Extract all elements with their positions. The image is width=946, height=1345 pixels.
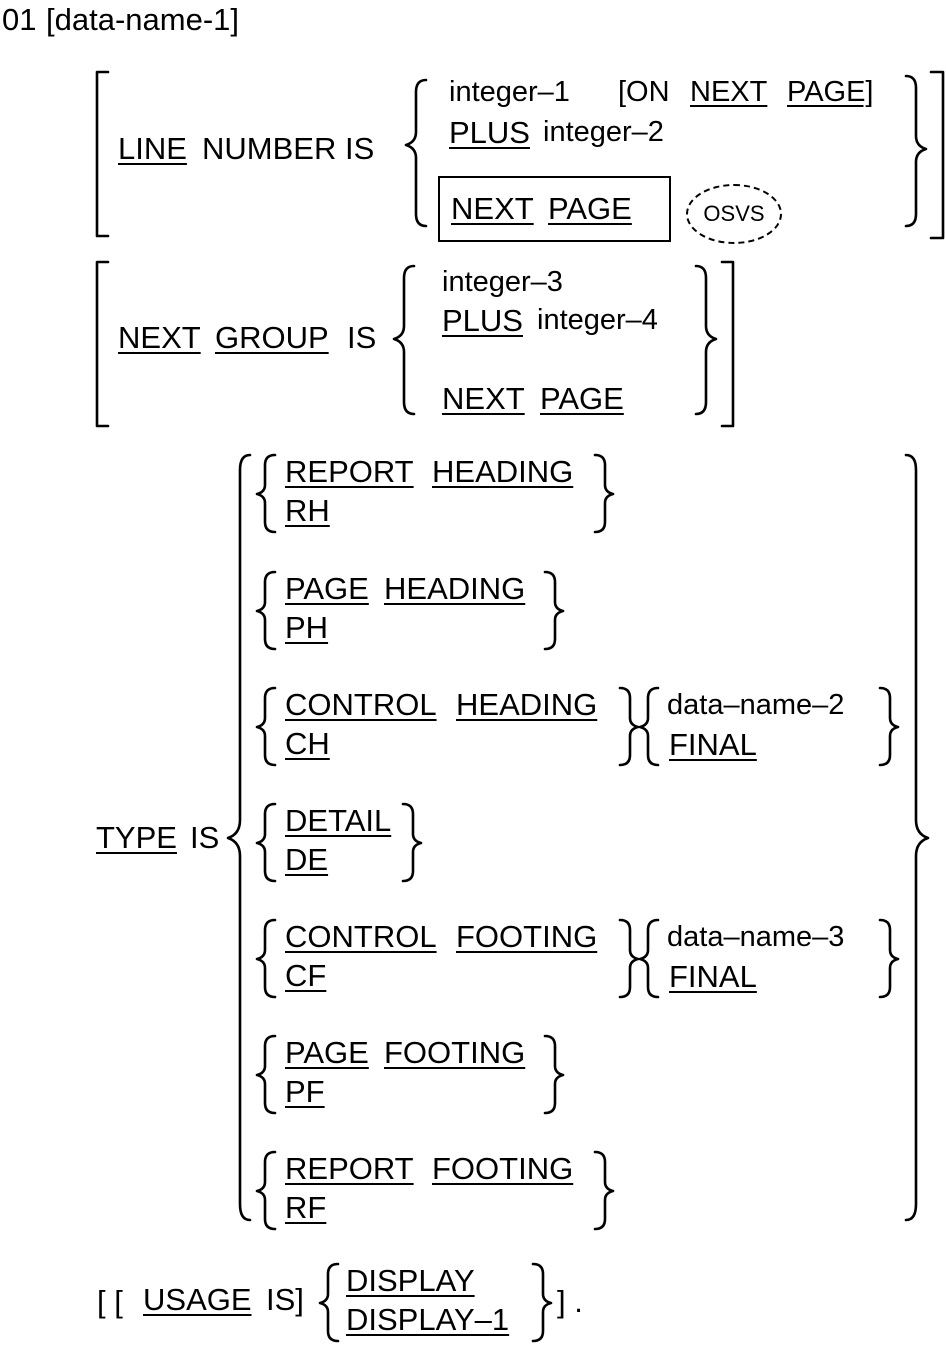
line-number-open-brace	[404, 78, 428, 228]
kw-next: NEXT	[690, 76, 768, 108]
usage-close-brace	[531, 1262, 553, 1343]
ch-close-brace	[618, 686, 640, 767]
dn3-close-brace	[878, 918, 900, 999]
kw-next-page-next: NEXT	[442, 381, 525, 416]
kw-plus-2: PLUS	[442, 303, 523, 338]
integer-4: integer–4	[537, 304, 658, 336]
osvs-badge: OSVS	[686, 184, 782, 244]
ph-close-brace	[543, 570, 565, 651]
next-group-close-brace	[694, 264, 718, 416]
ph-open-brace	[255, 570, 277, 651]
kw-page-f: PAGE	[285, 1035, 369, 1070]
kw-display: DISPLAY	[346, 1263, 475, 1298]
kw-de: DE	[285, 842, 329, 877]
kw-rf: RF	[285, 1190, 327, 1225]
dn2-close-brace	[878, 686, 900, 767]
kw-final-1: FINAL	[669, 727, 757, 762]
usage-close: ] .	[557, 1284, 583, 1319]
data-name-1-entry: [data-name-1]	[46, 2, 239, 37]
cf-close-brace	[618, 918, 640, 999]
dn2-open-brace	[638, 686, 660, 767]
kw-usage-is: IS]	[266, 1282, 304, 1317]
de-open-brace	[255, 802, 277, 883]
kw-type-is: IS	[190, 820, 220, 855]
kw-rh: RH	[285, 493, 330, 528]
type-open-brace	[226, 453, 252, 1222]
rf-open-brace	[255, 1150, 277, 1231]
kw-footing-1: FOOTING	[456, 919, 598, 954]
kw-group-is: IS	[347, 320, 377, 355]
osvs-label: OSVS	[703, 201, 765, 226]
box-kw-next: NEXT	[451, 191, 534, 226]
rf-close-brace	[593, 1150, 615, 1231]
kw-group: GROUP	[215, 320, 329, 355]
kw-ph: PH	[285, 610, 329, 645]
next-group-open-bracket	[95, 260, 110, 428]
kw-detail: DETAIL	[285, 803, 392, 838]
level-number: 01	[2, 2, 37, 37]
next-page-box	[438, 176, 671, 242]
kw-number-is: NUMBER IS	[202, 131, 375, 166]
box-kw-page: PAGE	[548, 191, 632, 226]
on-open: [ON	[618, 76, 670, 108]
kw-page-close: PAGE]	[787, 76, 874, 108]
pf-open-brace	[255, 1034, 277, 1115]
kw-plus: PLUS	[449, 115, 530, 150]
integer-3: integer–3	[442, 266, 563, 298]
ch-open-brace	[255, 686, 277, 767]
line-number-close-bracket	[929, 70, 945, 240]
usage-open-brackets: [ [	[97, 1284, 123, 1319]
type-close-brace	[904, 453, 930, 1222]
next-group-open-brace	[392, 264, 416, 416]
cf-open-brace	[255, 918, 277, 999]
data-name-2: data–name–2	[667, 689, 845, 721]
kw-footing-2: FOOTING	[384, 1035, 526, 1070]
kw-footing-3: FOOTING	[432, 1151, 574, 1186]
kw-report: REPORT	[285, 454, 414, 489]
kw-line: LINE	[118, 131, 187, 166]
kw-control-h: CONTROL	[285, 687, 437, 722]
line-number-open-bracket	[95, 70, 110, 238]
line-number-close-brace	[904, 74, 928, 228]
kw-heading-2: HEADING	[384, 571, 526, 606]
kw-report-f: REPORT	[285, 1151, 414, 1186]
rh-close-brace	[593, 453, 615, 534]
data-name-3: data–name–3	[667, 921, 845, 953]
kw-final-2: FINAL	[669, 959, 757, 994]
integer-1: integer–1	[449, 76, 570, 108]
kw-page-h: PAGE	[285, 571, 369, 606]
kw-cf: CF	[285, 958, 327, 993]
dn3-open-brace	[638, 918, 660, 999]
kw-pf: PF	[285, 1074, 325, 1109]
kw-next-page-page: PAGE	[540, 381, 624, 416]
kw-display-1: DISPLAY–1	[346, 1302, 510, 1337]
kw-next-group-next: NEXT	[118, 320, 201, 355]
pf-close-brace	[543, 1034, 565, 1115]
integer-2: integer–2	[543, 116, 664, 148]
next-group-close-bracket	[720, 260, 735, 428]
kw-usage: USAGE	[143, 1282, 252, 1317]
de-close-brace	[401, 802, 423, 883]
kw-heading-3: HEADING	[456, 687, 598, 722]
rh-open-brace	[255, 453, 277, 534]
kw-control-f: CONTROL	[285, 919, 437, 954]
usage-open-brace	[318, 1262, 340, 1343]
kw-heading-1: HEADING	[432, 454, 574, 489]
kw-ch: CH	[285, 726, 330, 761]
kw-type: TYPE	[96, 820, 177, 855]
